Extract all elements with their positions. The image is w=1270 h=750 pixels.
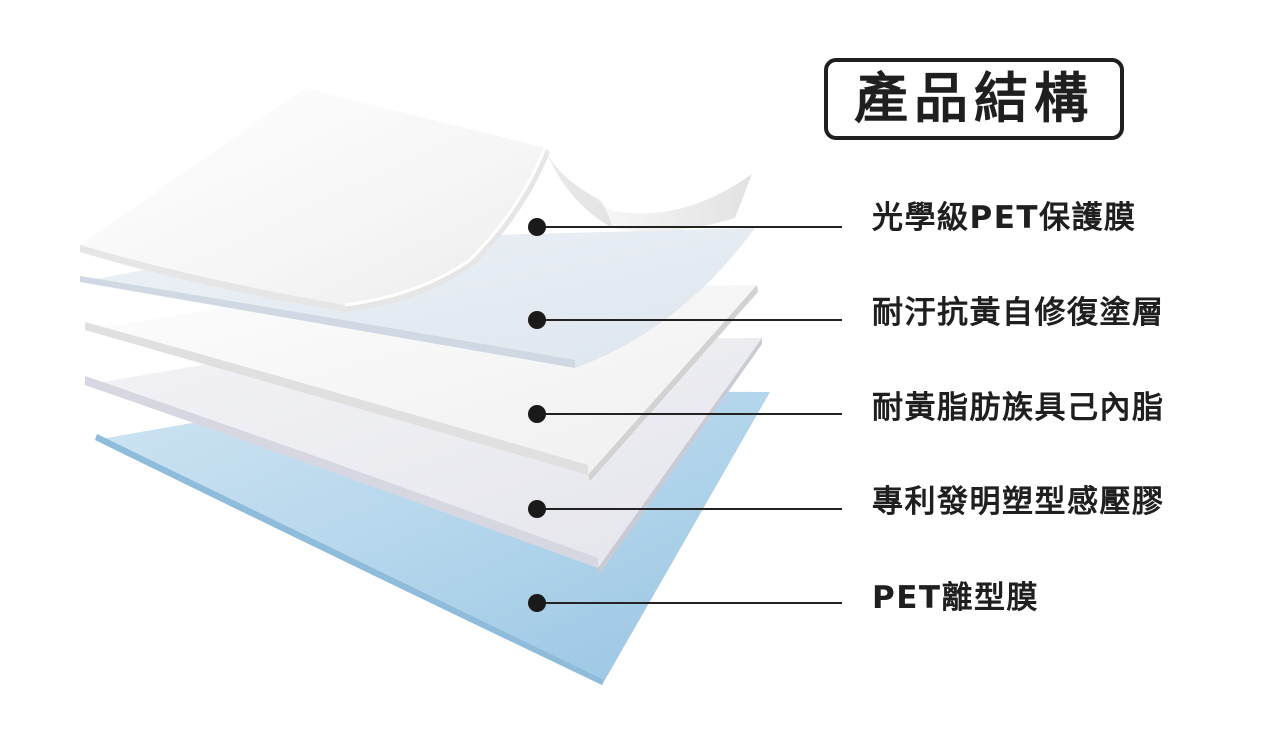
- layer-label-4: 專利發明塑型感壓膠: [872, 484, 1165, 520]
- leader-dot-3: [528, 405, 546, 423]
- leader-line-2: [528, 311, 842, 329]
- leader-dot-4: [528, 500, 546, 518]
- layer-label-1: 光學級PET保護膜: [872, 200, 1137, 236]
- leader-line-3: [528, 405, 842, 423]
- leader-line-5: [528, 594, 842, 612]
- leader-dot-2: [528, 311, 546, 329]
- layer-label-3: 耐黃脂肪族具己內脂: [872, 390, 1165, 426]
- layer-label-5: PET離型膜: [872, 580, 1040, 616]
- leader-line-4: [528, 500, 842, 518]
- layer-pet-protective-film: [80, 88, 752, 312]
- layer-label-2: 耐汙抗黃自修復塗層: [872, 295, 1165, 331]
- title-box: 產品結構: [824, 58, 1124, 140]
- page-title: 產品結構: [854, 67, 1094, 130]
- leader-dot-5: [528, 594, 546, 612]
- leader-line-1: [528, 218, 842, 236]
- leader-dot-1: [528, 218, 546, 236]
